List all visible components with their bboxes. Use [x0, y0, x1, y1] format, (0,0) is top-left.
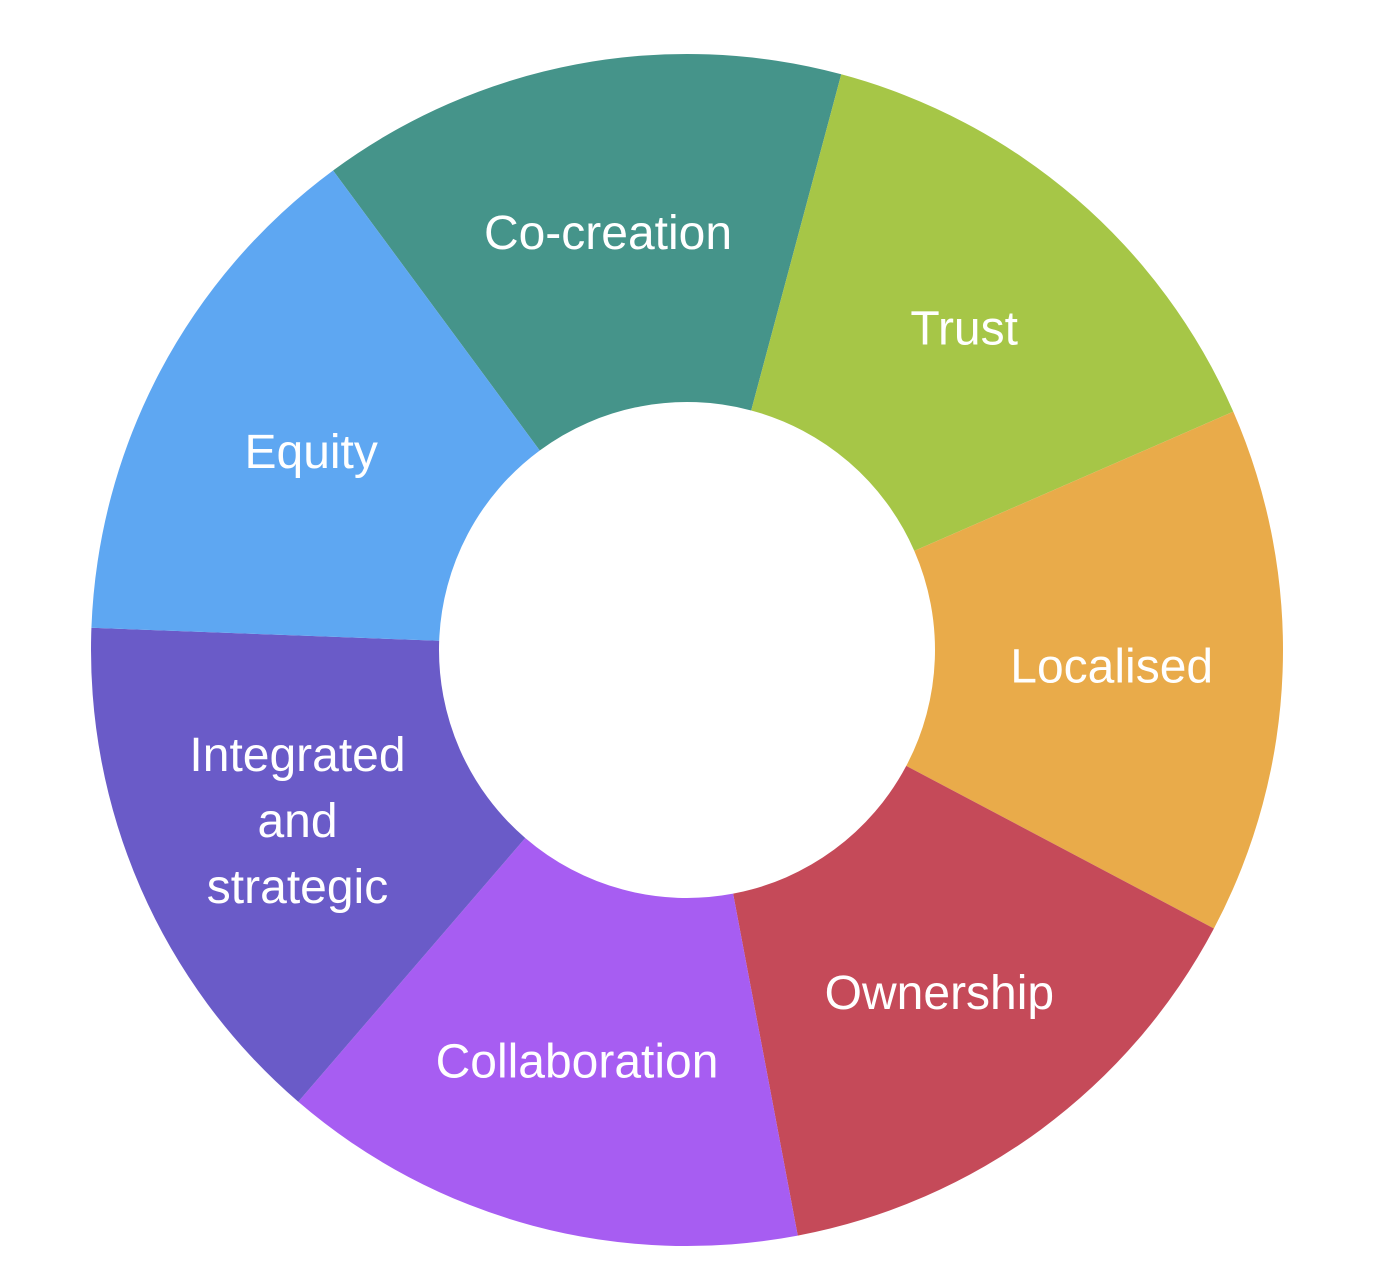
segment-localised — [906, 411, 1284, 929]
segment-trust — [751, 74, 1234, 551]
segment-integrated-and-strategic — [91, 627, 526, 1102]
segment-label-localised: Localised — [1010, 641, 1213, 694]
segment-label-collaboration: Collaboration — [436, 1035, 719, 1088]
segment-equity — [91, 170, 540, 641]
segment-label-ownership: Ownership — [825, 967, 1054, 1020]
segment-label-trust: Trust — [910, 303, 1018, 356]
segment-label-equity: Equity — [244, 426, 377, 479]
segment-label-co-creation: Co-creation — [484, 207, 732, 260]
segment-co-creation — [333, 54, 842, 451]
segment-collaboration — [298, 837, 798, 1247]
segment-ownership — [733, 765, 1214, 1236]
